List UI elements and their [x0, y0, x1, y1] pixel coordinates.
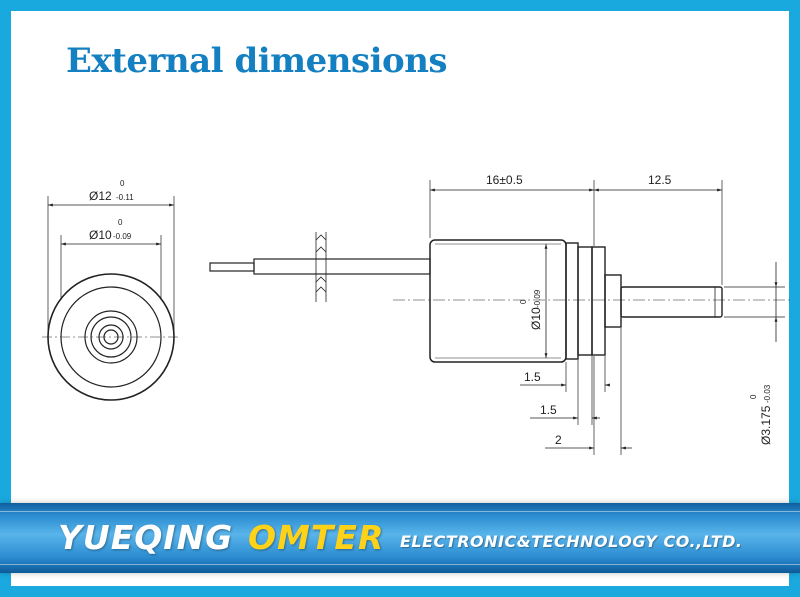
- bearing-boss: [604, 274, 622, 328]
- shaft-diameter-label: Ø3.175: [759, 405, 773, 445]
- shaft-diameter-annotation: Ø3.175 0 -0.03: [749, 384, 773, 445]
- company-banner: [0, 503, 800, 573]
- flange-ring-2: [577, 246, 593, 356]
- body-diameter-annotation: Ø10 0 -0.09: [519, 289, 543, 330]
- body-tol-upper: 0: [519, 299, 528, 304]
- front-outer-tol-upper: 0: [120, 179, 125, 188]
- front-view: [42, 196, 180, 401]
- wire-break-mark: [315, 232, 327, 302]
- brand-yueqing: YUEQING: [58, 518, 234, 557]
- front-outer-diameter: Ø12: [89, 189, 112, 203]
- front-inner-tol-upper: 0: [118, 218, 123, 227]
- lead-wire: [253, 258, 431, 275]
- front-outer-tol-lower: -0.11: [116, 193, 134, 202]
- body-length-label: 16±0.5: [486, 173, 523, 187]
- flange-ring-3: [591, 246, 606, 356]
- front-inner-diameter: Ø10: [89, 228, 112, 242]
- side-view: [209, 180, 790, 455]
- dim-a-label: 1.5: [524, 370, 541, 384]
- body-diameter-label: Ø10: [529, 307, 543, 330]
- output-shaft: [620, 286, 723, 318]
- drawing-sheet: [11, 11, 789, 586]
- brand-company-name: ELECTRONIC&TECHNOLOGY CO.,LTD.: [400, 532, 743, 551]
- flange-ring-1: [565, 242, 579, 360]
- front-inner-tol-lower: -0.09: [113, 232, 132, 241]
- brand-omter: OMTER: [248, 518, 385, 557]
- dim-b-label: 1.5: [540, 403, 557, 417]
- page-title: External dimensions: [66, 41, 448, 81]
- body-tol-lower: -0.09: [533, 289, 542, 308]
- shaft-tol-upper: 0: [749, 394, 758, 399]
- shaft-tol-lower: -0.03: [763, 384, 772, 403]
- shaft-length-label: 12.5: [648, 173, 672, 187]
- lead-wire-tip: [209, 262, 255, 272]
- dim-c-label: 2: [555, 433, 562, 447]
